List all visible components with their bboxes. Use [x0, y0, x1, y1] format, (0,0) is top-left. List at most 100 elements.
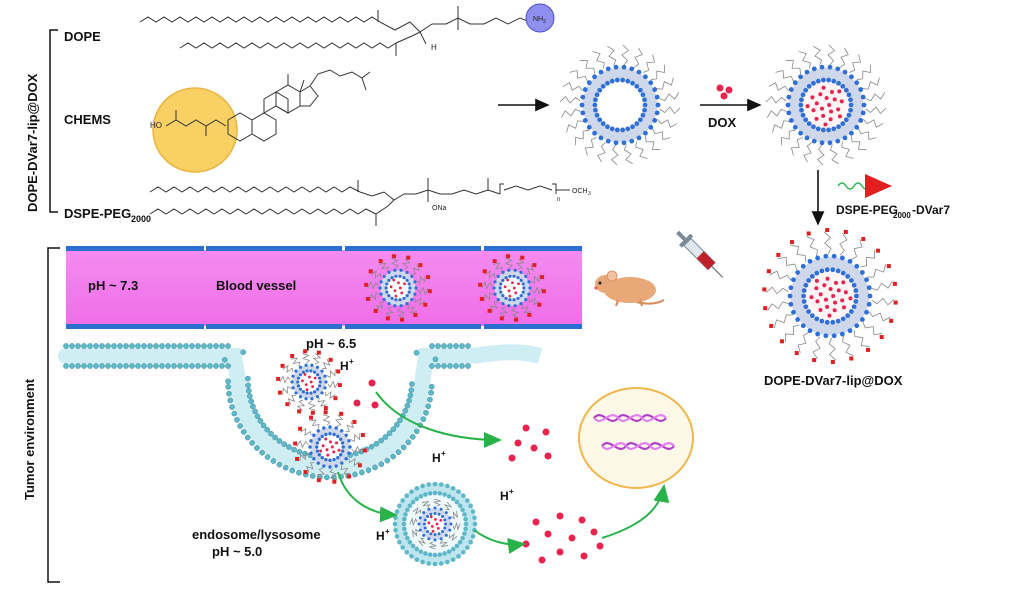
membrane-headgroup	[229, 404, 235, 410]
membrane-headgroup	[408, 387, 415, 393]
endosome-headgroup	[423, 551, 428, 556]
outer-headgroup	[621, 64, 627, 70]
peg-chain	[559, 95, 581, 104]
endosome-headgroup	[450, 486, 456, 491]
outer-headgroup	[831, 333, 837, 339]
endocytosed-liposome	[293, 410, 367, 484]
peg-chain	[652, 128, 671, 141]
membrane-headgroup	[183, 343, 189, 349]
endosome-headgroup	[423, 492, 428, 497]
dvar7-peptide-tip	[276, 376, 281, 381]
inner-headgroup	[407, 282, 411, 286]
dox-molecule	[301, 379, 304, 383]
dvar7-peptide-tip	[399, 317, 404, 322]
peg-chain	[867, 264, 887, 278]
endosome-headgroup	[442, 492, 447, 497]
membrane-headgroup	[257, 418, 264, 424]
inner-headgroup	[840, 121, 846, 127]
dvar7-peptide-tip	[766, 269, 771, 274]
peg-chain	[803, 142, 813, 163]
outer-headgroup	[864, 277, 869, 283]
peg-chain	[326, 369, 336, 379]
endosome-headgroup	[414, 557, 420, 562]
peg-chain	[417, 286, 429, 295]
peg-chain	[351, 445, 364, 454]
membrane-headgroup	[291, 446, 297, 453]
dvar7-peptide-tip	[362, 448, 367, 453]
membrane-headgroup	[117, 343, 123, 349]
outer-headgroup	[378, 286, 382, 290]
dox-molecule	[829, 89, 834, 94]
inner-headgroup	[820, 77, 826, 83]
dox-molecule	[334, 441, 338, 445]
dvar7-peptide-tip	[426, 275, 431, 280]
inner-headgroup	[405, 294, 409, 298]
peg-chain	[863, 118, 884, 128]
dvar7-peptide-tip	[339, 411, 344, 416]
endosome-headgroup	[414, 486, 420, 491]
peg-chain	[428, 541, 438, 550]
outer-headgroup	[648, 80, 654, 86]
outer-headgroup	[579, 102, 585, 108]
outer-headgroup	[864, 309, 869, 315]
dvar7-peptide-tip	[378, 259, 383, 264]
outer-headgroup	[519, 270, 523, 275]
inner-headgroup	[840, 316, 846, 322]
dox-molecule	[843, 290, 848, 295]
inner-headgroup	[512, 298, 516, 302]
nh3-headgroup: NH 3	[525, 3, 555, 33]
peg-chain	[865, 92, 886, 102]
outer-headgroup	[839, 331, 845, 337]
inner-headgroup	[851, 282, 857, 288]
inner-headgroup	[634, 121, 640, 127]
dox-molecule	[825, 276, 830, 281]
svg-text:DSPE-PEG: DSPE-PEG	[836, 203, 898, 217]
inner-headgroup	[815, 78, 821, 84]
peg-chain	[282, 385, 292, 395]
inner-headgroup	[318, 380, 322, 384]
peg-chain	[296, 440, 309, 449]
outer-headgroup	[294, 391, 298, 395]
inner-headgroup	[305, 369, 309, 373]
peg-chain	[813, 45, 823, 66]
inner-headgroup	[522, 286, 526, 290]
inner-headgroup	[840, 83, 846, 89]
peg-chain	[312, 353, 322, 365]
dvar7-peptide-tip	[886, 264, 891, 269]
membrane-headgroup	[352, 471, 358, 478]
inner-headgroup	[340, 449, 345, 453]
peg-chain	[562, 82, 583, 92]
membrane-headgroup	[111, 363, 117, 369]
dvar7-peptide-tip	[316, 478, 321, 483]
inner-headgroup	[592, 102, 598, 108]
dox-cluster-icon	[716, 84, 733, 100]
membrane-headgroup	[231, 410, 238, 417]
outer-headgroup	[422, 511, 426, 515]
inner-headgroup	[811, 124, 816, 130]
peg-chain	[335, 414, 344, 427]
peg-chain	[299, 452, 310, 462]
proton-label-4: H +	[376, 527, 390, 543]
dox-molecule	[393, 289, 397, 293]
outer-headgroup	[847, 258, 853, 264]
inner-headgroup	[605, 80, 610, 86]
outer-headgroup	[340, 461, 344, 465]
inner-headgroup	[387, 278, 391, 282]
peg-chain	[862, 77, 880, 90]
inner-headgroup	[630, 80, 635, 86]
dope-h-atom: H	[431, 43, 437, 52]
peg-chain	[853, 330, 870, 347]
outer-headgroup	[815, 331, 821, 337]
dvar7-peptide-tip	[763, 306, 768, 311]
dvar7-peptide-tip	[541, 289, 546, 294]
inner-headgroup	[851, 304, 857, 310]
dvar7-peptide-tip	[866, 347, 871, 352]
peg-chain	[643, 54, 656, 73]
outer-headgroup	[322, 426, 326, 430]
inner-headgroup	[313, 390, 317, 394]
outer-headgroup	[860, 94, 866, 100]
dvar7-peptide-tip	[337, 383, 342, 388]
dvar7-peptide-tip	[825, 228, 830, 233]
dox-molecule	[319, 449, 323, 453]
inner-headgroup	[801, 293, 806, 299]
